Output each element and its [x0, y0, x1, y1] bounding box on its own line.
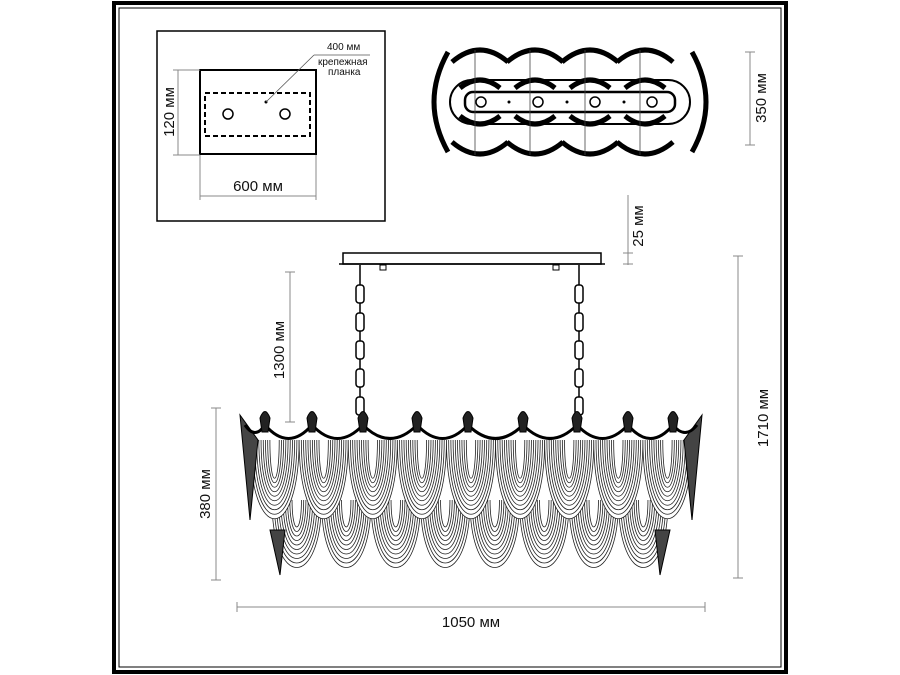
depth-label: 350 мм: [753, 73, 770, 123]
screw-point: [622, 100, 626, 104]
top-view-petal: [568, 113, 612, 127]
outer-frame: [112, 1, 788, 674]
swag: [466, 423, 525, 440]
finial: [259, 411, 271, 433]
top-view-petal: [513, 77, 557, 91]
top-view-petal: [513, 113, 557, 127]
lower-scallop: [341, 499, 352, 528]
mount-hole: [279, 108, 291, 120]
mounting-bar-dashed: [204, 92, 311, 137]
top-view-petal: [505, 140, 565, 157]
plate-width-label: 400 мм: [327, 42, 360, 53]
plate-width-dim-label: 600 мм: [233, 178, 283, 195]
canopy: [342, 252, 602, 265]
chain-link: [574, 368, 584, 388]
top-view-petal: [615, 140, 675, 157]
chain-link: [355, 312, 365, 332]
lamp-socket: [475, 96, 487, 108]
top-view-petal: [458, 113, 502, 127]
top-view-end-petal: [689, 50, 709, 154]
front-view: 25 мм 1300 мм 380 мм 1710 мм 1050 мм: [197, 195, 772, 631]
top-view-petal: [615, 47, 675, 64]
chain-length-label: 1300 мм: [271, 321, 288, 379]
chain-link: [574, 340, 584, 360]
top-view-petal: [568, 77, 612, 91]
lamp-socket: [589, 96, 601, 108]
plate-label-line2: планка: [328, 67, 361, 78]
lower-scallop: [539, 499, 550, 528]
finial: [571, 411, 583, 433]
lower-scallop: [291, 499, 302, 528]
side-drape: [269, 529, 286, 576]
plate-height-label: 120 мм: [161, 87, 178, 137]
chain-link: [574, 312, 584, 332]
chain-link: [355, 284, 365, 304]
mount-plate-outline: [199, 69, 317, 155]
top-view-petal: [450, 140, 510, 157]
total-height-label: 1710 мм: [755, 389, 772, 447]
upper-scallop: [613, 439, 624, 479]
swag: [521, 423, 579, 440]
lower-scallop: [489, 499, 500, 528]
lower-scallop: [390, 499, 401, 528]
upper-scallop: [662, 439, 673, 479]
plate-label-line1: крепежная: [318, 57, 368, 68]
top-view-inner-frame: [449, 79, 691, 125]
finial: [462, 411, 474, 433]
chain-link: [355, 340, 365, 360]
swag: [575, 423, 630, 440]
finial: [667, 411, 679, 433]
screw-point: [565, 100, 569, 104]
leader-line: [265, 54, 315, 103]
finial: [517, 411, 529, 433]
screw-point: [507, 100, 511, 104]
chain-link: [574, 284, 584, 304]
upper-scallop: [416, 439, 427, 479]
body-height-label: 380 мм: [197, 469, 214, 519]
swag: [263, 423, 314, 440]
top-view-petal: [623, 113, 667, 127]
mount-plate-view: 400 мм крепежная планка 120 мм 600 мм: [156, 30, 386, 222]
canopy-height-label: 25 мм: [630, 205, 647, 246]
upper-scallop: [465, 439, 477, 479]
swag: [415, 423, 470, 440]
lower-scallop: [440, 499, 451, 528]
swag: [626, 424, 675, 440]
canopy-screw: [379, 264, 387, 271]
top-view-petal: [623, 77, 667, 91]
lower-scallop: [588, 499, 599, 528]
swag: [310, 423, 365, 440]
top-view-end-petal: [431, 50, 451, 154]
side-drape: [239, 413, 259, 521]
lamp-socket: [646, 96, 658, 108]
finial: [411, 411, 423, 433]
inner-frame: [118, 7, 782, 668]
width-label: 1050 мм: [442, 614, 500, 631]
lamp-socket: [532, 96, 544, 108]
side-drape: [654, 529, 671, 576]
top-view-petal: [505, 47, 565, 64]
lower-scallop: [638, 499, 649, 528]
finial: [306, 411, 318, 433]
upper-scallop: [564, 439, 575, 479]
upper-scallop: [367, 439, 378, 479]
upper-scallop: [515, 439, 526, 479]
top-view-petal: [560, 140, 620, 157]
mount-plate-frame: [156, 30, 386, 222]
finial: [622, 411, 634, 433]
top-view: 350 мм: [431, 47, 770, 157]
chain-link: [355, 368, 365, 388]
upper-scallop: [318, 439, 329, 479]
top-view-bar: [463, 90, 677, 114]
upper-scallop: [269, 439, 280, 479]
top-view-petal: [560, 47, 620, 64]
swag: [361, 423, 419, 440]
top-view-petal: [458, 77, 502, 91]
finial: [357, 411, 369, 433]
mount-hole: [222, 108, 234, 120]
top-view-petal: [450, 47, 510, 64]
canopy-screw: [552, 264, 560, 271]
